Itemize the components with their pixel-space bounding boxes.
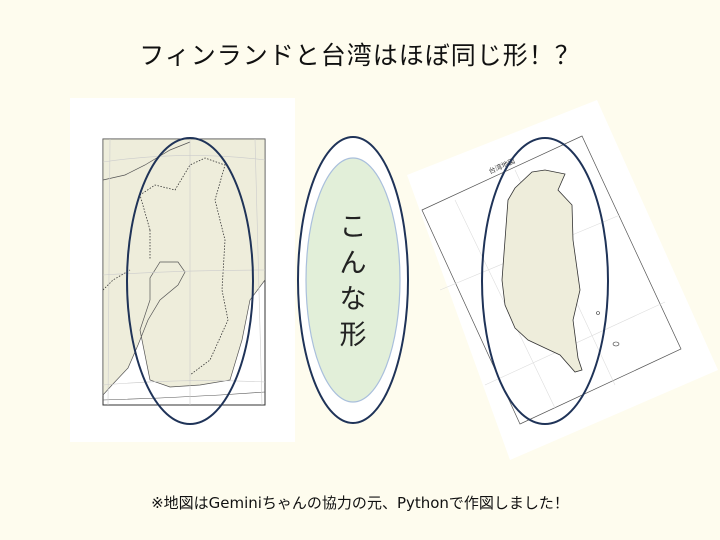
taiwan-map: 台湾地図 xyxy=(407,100,718,460)
center-label-char: ん xyxy=(339,248,367,279)
slide-title: フィンランドと台湾はほぼ同じ形！？ xyxy=(139,41,581,70)
finland-outline-ellipse xyxy=(126,137,254,425)
slide-caption: ※地図はGeminiちゃんの協力の元、Pythonで作図しました！ xyxy=(151,494,569,512)
finland-map xyxy=(70,98,295,442)
center-label-char: こ xyxy=(339,212,367,243)
center-shape xyxy=(297,136,409,424)
taiwan-outline-ellipse xyxy=(481,137,609,425)
center-label: こ ん な 形 xyxy=(323,210,383,354)
center-label-char: な xyxy=(339,284,367,315)
center-label-char: 形 xyxy=(339,320,367,351)
